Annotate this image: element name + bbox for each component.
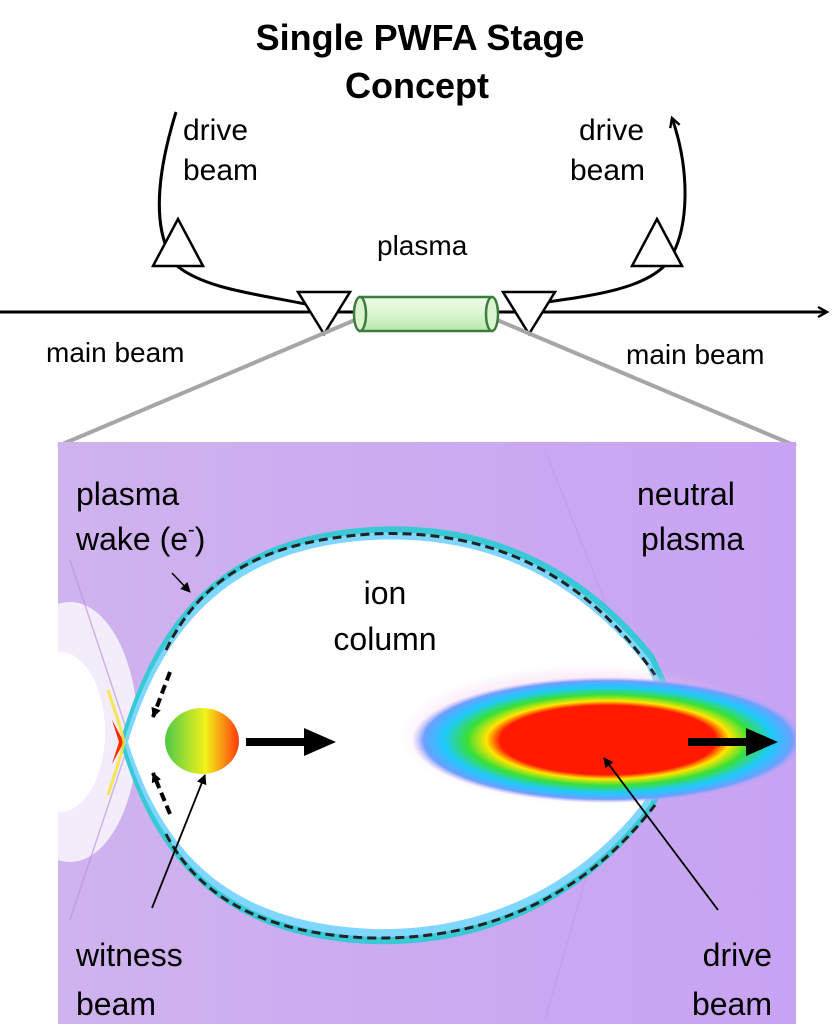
plasma-wake-label-close: )	[195, 521, 206, 557]
plasma-label: plasma	[377, 230, 468, 261]
drive-beam-label-line1: drive	[703, 937, 772, 973]
magnet-triangle-lower-right	[500, 290, 558, 337]
zoom-cone-line-right	[489, 315, 797, 448]
plasma-wake-label-line1: plasma	[76, 476, 179, 512]
zoom-cone-line-left	[57, 315, 363, 448]
drive-beam-label-right-line1: drive	[579, 114, 644, 147]
diagram-title-line1: Single PWFA Stage	[256, 17, 585, 58]
drive-beam-direction-arrow	[688, 728, 778, 756]
magnet-triangle-upper-left	[150, 216, 206, 268]
witness-beam-label-line1: witness	[75, 937, 183, 973]
wake-cusp	[112, 720, 124, 764]
witness-beam-bunch	[165, 708, 239, 774]
neutral-plasma-label-line2: plasma	[641, 521, 744, 557]
witness-beam-direction-arrow	[246, 728, 336, 756]
main-beam-label-left: main beam	[46, 337, 185, 368]
plasma-wake-label-text: wake (e	[75, 521, 188, 557]
plasma-wake-label-line2: wake (e-)	[75, 519, 205, 557]
witness-beam-pointer	[151, 774, 207, 909]
sheath-arrow-upper	[151, 671, 172, 718]
plasma-wake-pointer	[171, 572, 191, 593]
drive-beam-label-left-line1: drive	[183, 114, 248, 147]
magnet-triangle-upper-right	[629, 216, 685, 268]
drive-beam-label-line2: beam	[692, 986, 772, 1022]
sheath-arrow-lower	[151, 772, 172, 815]
plasma-wake-label-superscript: -	[188, 519, 195, 541]
drive-beam-label-left-line2: beam	[183, 154, 258, 187]
plasma-tube	[352, 295, 500, 333]
simulation-panel	[58, 442, 796, 1024]
diagram-title-line2: Concept	[345, 65, 489, 106]
drive-beam-bunch	[412, 677, 796, 803]
ion-column-label-line1: ion	[364, 575, 407, 611]
neutral-plasma-label-line1: neutral	[637, 476, 735, 512]
drive-beam-pointer	[603, 757, 719, 911]
witness-beam-label-line2: beam	[76, 986, 156, 1022]
plasma-sheath-dashed	[164, 532, 657, 676]
magnet-triangle-lower-left	[295, 290, 353, 337]
main-beam-label-right: main beam	[626, 339, 765, 370]
ion-column-label-line2: column	[333, 621, 436, 657]
drive-beam-label-right-line2: beam	[570, 154, 645, 187]
